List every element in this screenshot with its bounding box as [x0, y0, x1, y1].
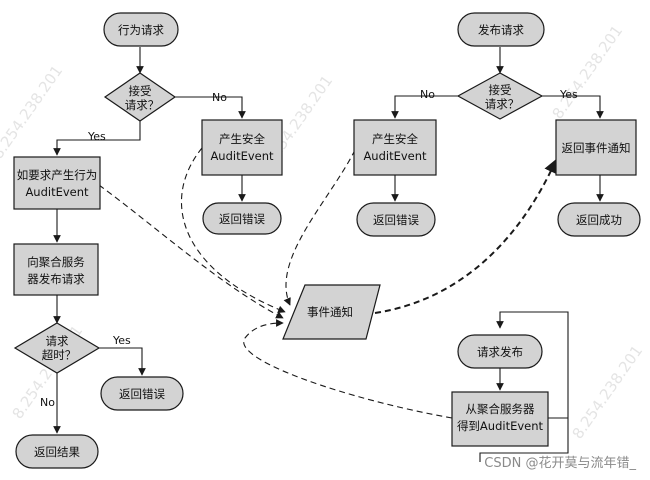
label-no-left: No	[212, 91, 227, 104]
text-event-notice: 事件通知	[307, 305, 353, 319]
dashed-if-to-event	[98, 184, 284, 319]
text-return-success: 返回成功	[576, 213, 622, 227]
text-accept-left-2: 请求？	[125, 98, 160, 112]
node-return-error-2	[100, 376, 184, 411]
node-accept-request-right	[456, 72, 544, 120]
node-return-error-3	[356, 202, 436, 237]
nodes	[13, 12, 641, 469]
dashed-security-left-to-event	[180, 147, 286, 313]
label-no-timeout: No	[40, 396, 55, 409]
text-security-right-1: 产生安全	[372, 132, 418, 146]
edge-accept-no-to-security-right	[391, 95, 458, 119]
edge-accept-no-to-security	[175, 96, 246, 119]
text-request-aggregate-2: 器发布请求	[27, 272, 85, 286]
edge-accept-yes-to-notice	[542, 95, 604, 119]
node-if-required	[13, 156, 101, 210]
label-yes-right: Yes	[559, 88, 578, 101]
svg-text:8.254.238.201: 8.254.238.201	[549, 22, 627, 122]
text-accept-right-2: 请求？	[485, 97, 520, 111]
edge-get-loop-back	[479, 311, 569, 462]
text-accept-right-1: 接受	[489, 83, 512, 97]
text-request-aggregate-1: 向聚合服务	[27, 255, 85, 269]
node-produce-security-right	[353, 119, 437, 176]
node-return-result	[15, 434, 99, 469]
svg-text:8.254.238.201: 8.254.238.201	[0, 62, 66, 162]
text-timeout-1: 请求	[46, 334, 69, 348]
text-get-aggregate-2: 得到AuditEvent	[457, 419, 544, 433]
node-produce-security-left	[201, 119, 283, 176]
node-event-notice	[282, 284, 381, 340]
dashed-get-to-event	[243, 319, 453, 419]
node-behavior-request	[103, 12, 179, 47]
text-request-publish: 请求发布	[477, 345, 523, 359]
node-request-publish	[457, 334, 543, 369]
text-get-aggregate-1: 从聚合服务器	[466, 402, 535, 416]
label-no-right: No	[420, 88, 435, 101]
node-texts: 行为请求 接受 请求？ 产生安全 AuditEvent 返回错误 如要求产生行为…	[17, 23, 631, 459]
label-yes-left: Yes	[87, 130, 106, 143]
edge-timeout-yes-to-error2	[99, 347, 146, 376]
text-return-result: 返回结果	[34, 445, 80, 459]
text-accept-left-1: 接受	[129, 84, 152, 98]
text-security-left-2: AuditEvent	[210, 149, 274, 163]
text-publish-request: 发布请求	[478, 23, 524, 37]
node-request-aggregate	[13, 243, 99, 296]
label-yes-timeout: Yes	[112, 334, 131, 347]
text-security-right-2: AuditEvent	[363, 149, 427, 163]
node-return-success	[557, 202, 641, 237]
node-return-error-1	[202, 202, 282, 235]
node-get-from-aggregate	[451, 391, 549, 447]
text-if-required-1: 如要求产生行为	[17, 168, 98, 182]
node-return-event-notice	[555, 119, 637, 176]
text-security-left-1: 产生安全	[219, 132, 265, 146]
text-behavior-request: 行为请求	[118, 23, 164, 37]
edges	[53, 47, 604, 462]
text-return-event-notice: 返回事件通知	[562, 141, 631, 155]
edge-labels: No Yes Yes No No Yes	[40, 88, 578, 409]
dashed-edges	[98, 147, 558, 419]
text-return-error-2: 返回错误	[119, 387, 165, 401]
node-request-timeout	[13, 322, 101, 374]
edge-accept-yes-to-if	[53, 120, 141, 156]
dashed-event-to-notice	[374, 158, 558, 314]
text-return-error-1: 返回错误	[219, 212, 265, 226]
background-watermarks: 8.254.238.201 8.254.238.201 8.254.238.20…	[0, 22, 646, 442]
svg-text:8.254.238.201: 8.254.238.201	[569, 342, 647, 442]
csdn-watermark: CSDN @花开莫与流年错_	[484, 455, 636, 471]
dashed-security-right-to-event	[283, 149, 356, 306]
node-accept-request-left	[103, 72, 177, 122]
text-return-error-3: 返回错误	[373, 213, 419, 227]
text-timeout-2: 超时？	[42, 348, 77, 362]
text-if-required-2: AuditEvent	[25, 185, 89, 199]
node-publish-request	[457, 12, 545, 47]
